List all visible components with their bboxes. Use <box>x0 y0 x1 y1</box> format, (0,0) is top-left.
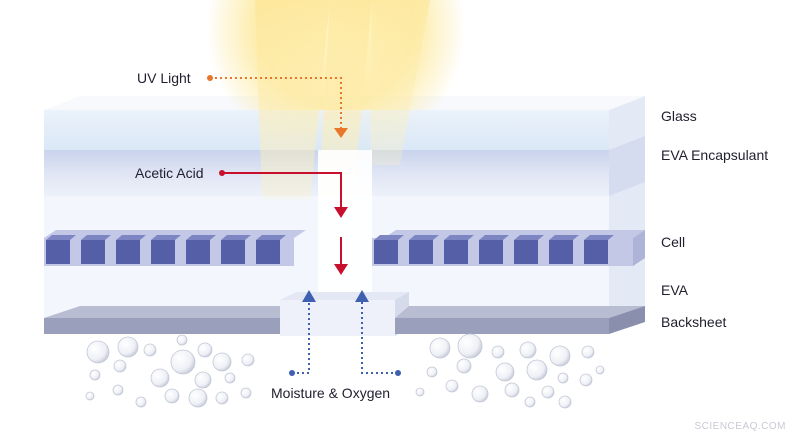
bubble <box>117 336 139 358</box>
moisture-oxygen-arrows <box>289 290 401 376</box>
bubble <box>415 387 425 397</box>
bubble <box>150 368 170 388</box>
bubble <box>135 396 147 408</box>
bubble <box>524 396 536 408</box>
bubble <box>241 353 255 367</box>
label-cell: Cell <box>661 234 686 250</box>
cell-block <box>549 240 573 264</box>
bubble <box>240 387 252 399</box>
light-column <box>318 150 372 300</box>
cell-block-top <box>479 235 509 240</box>
bubble <box>581 345 595 359</box>
cell-block <box>409 240 433 264</box>
cell-block-top <box>151 235 181 240</box>
cell-block <box>81 240 105 264</box>
acetic-acid-arrow <box>219 170 348 275</box>
cell-block <box>479 240 503 264</box>
cell-block-top <box>514 235 544 240</box>
bubble <box>445 379 459 393</box>
cell-block-top <box>81 235 111 240</box>
cell-block <box>444 240 468 264</box>
bubble <box>495 362 515 382</box>
bubble <box>194 371 212 389</box>
bubble <box>595 365 605 375</box>
bubble <box>143 343 157 357</box>
bubble <box>197 342 213 358</box>
bubble <box>113 359 127 373</box>
cell-block-top <box>221 235 251 240</box>
label-glass: Glass <box>661 108 697 124</box>
cell-blocks <box>46 235 614 264</box>
callout-moisture-oxygen: Moisture & Oxygen <box>271 385 391 401</box>
bubble <box>471 385 489 403</box>
cell-block <box>116 240 140 264</box>
bubble <box>491 345 505 359</box>
cell-block <box>584 240 608 264</box>
cell-block <box>374 240 398 264</box>
bubble <box>579 373 593 387</box>
cell-block-top <box>256 235 286 240</box>
bubble <box>526 359 548 381</box>
bubble <box>164 388 180 404</box>
cell-block <box>256 240 280 264</box>
bubble <box>429 337 451 359</box>
bubble <box>188 388 208 408</box>
callout-uv-light: UV Light <box>137 70 191 86</box>
bubble <box>85 391 95 401</box>
cell-block-top <box>549 235 579 240</box>
backsheet-layer <box>44 306 645 334</box>
cell-block <box>514 240 538 264</box>
bubble <box>557 372 569 384</box>
bubble <box>112 384 124 396</box>
bubble <box>224 372 236 384</box>
label-eva: EVA <box>661 282 688 298</box>
watermark: SCIENCEAQ.COM <box>694 421 786 432</box>
bubble <box>456 358 472 374</box>
label-backsheet: Backsheet <box>661 314 727 330</box>
cell-block-top <box>46 235 76 240</box>
bubble <box>541 385 555 399</box>
cell-block-top <box>374 235 404 240</box>
cell-block <box>46 240 70 264</box>
bubble <box>170 349 196 375</box>
cell-block <box>151 240 175 264</box>
cell-block-top <box>409 235 439 240</box>
bubble <box>89 369 101 381</box>
cell-block-top <box>444 235 474 240</box>
bubble <box>176 334 188 346</box>
bubble <box>215 391 229 405</box>
bubble <box>212 352 232 372</box>
cell-block-top <box>584 235 614 240</box>
callout-acetic-acid: Acetic Acid <box>135 165 204 181</box>
sun-rays <box>255 0 430 210</box>
bubble <box>426 366 438 378</box>
moisture-bubbles <box>85 333 605 409</box>
cell-block-top <box>186 235 216 240</box>
cell-block <box>186 240 210 264</box>
bubble <box>504 382 520 398</box>
bubble <box>549 345 571 367</box>
bubble <box>519 341 537 359</box>
cell-block <box>221 240 245 264</box>
bubble <box>86 340 110 364</box>
cell-block-top <box>116 235 146 240</box>
label-eva-encapsulant: EVA Encapsulant <box>661 147 769 163</box>
bubble <box>558 395 572 409</box>
bubble <box>457 333 483 359</box>
uv-light-arrow <box>207 75 348 138</box>
breach-box <box>280 292 409 336</box>
